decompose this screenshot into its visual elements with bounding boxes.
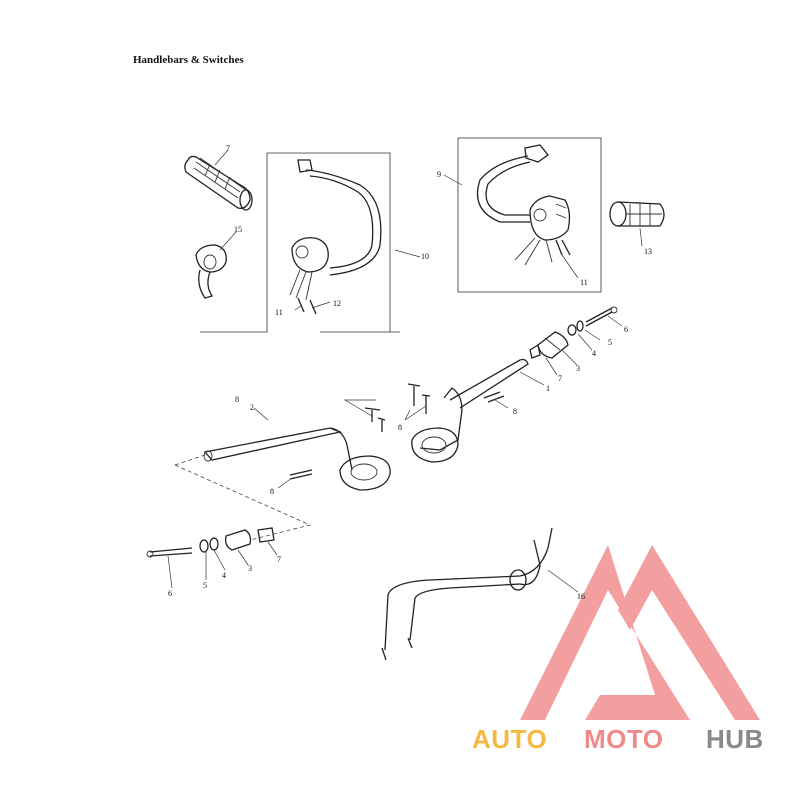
callout-4-top: 4: [592, 349, 596, 358]
left-switch-assembly: [289, 159, 382, 315]
callout-3-top: 3: [576, 364, 580, 373]
bar-end-right: [529, 306, 618, 359]
callout-14: 7: [226, 144, 230, 153]
callout-2: 2: [250, 403, 254, 412]
right-switch-assembly: [476, 144, 571, 266]
alignment-line: [174, 454, 312, 541]
page-title: Handlebars & Switches: [133, 54, 244, 66]
handlebar-left: [203, 427, 391, 491]
watermark-text-auto: AUTO: [472, 724, 547, 754]
callout-8-b: 8: [398, 423, 402, 432]
callout-12: 12: [333, 299, 341, 308]
callout-labels: 7 15 10 9 13 11 11 12 6 5 4 3 7 1 8 8 8 …: [168, 144, 652, 601]
callout-5-top: 5: [608, 338, 612, 347]
watermark-text-moto: MOTO: [584, 724, 664, 754]
bar-end-left: [146, 527, 275, 558]
callout-15: 15: [234, 225, 242, 234]
leader-lines: [167, 149, 643, 593]
watermark-triangle-inner: [618, 545, 760, 720]
callout-1: 1: [546, 384, 550, 393]
watermark-logo: [520, 545, 760, 720]
bolts: [289, 383, 505, 480]
grip-right: [609, 201, 665, 227]
callout-9: 9: [437, 170, 441, 179]
throttle-housing: [195, 244, 227, 299]
handlebar-right: [411, 358, 529, 463]
group-box-9: [457, 137, 602, 293]
group-box-10: [200, 152, 400, 333]
callout-8-d: 8: [270, 487, 274, 496]
callout-7-top: 7: [558, 374, 562, 383]
callout-8-c: 8: [235, 395, 239, 404]
callout-6-bottom: 6: [168, 589, 172, 598]
callout-3-bottom: 3: [248, 564, 252, 573]
callout-16: 16: [577, 592, 585, 601]
callout-7-bottom: 7: [277, 555, 281, 564]
watermark-text-hub: HUB: [706, 724, 764, 754]
callout-10: 10: [421, 252, 429, 261]
callout-11-left: 11: [275, 308, 283, 317]
callout-11-right: 11: [580, 278, 588, 287]
callout-4-bottom: 4: [222, 571, 226, 580]
callout-5-bottom: 5: [203, 581, 207, 590]
callout-6-top: 6: [624, 325, 628, 334]
throttle-cables: [381, 527, 553, 661]
watermark-triangle-outer: [520, 545, 690, 720]
grip-left: [184, 155, 253, 211]
callout-13: 13: [644, 247, 652, 256]
callout-8-a: 8: [513, 407, 517, 416]
watermark-wordmark: AUTO MOTO HUB: [472, 724, 764, 754]
